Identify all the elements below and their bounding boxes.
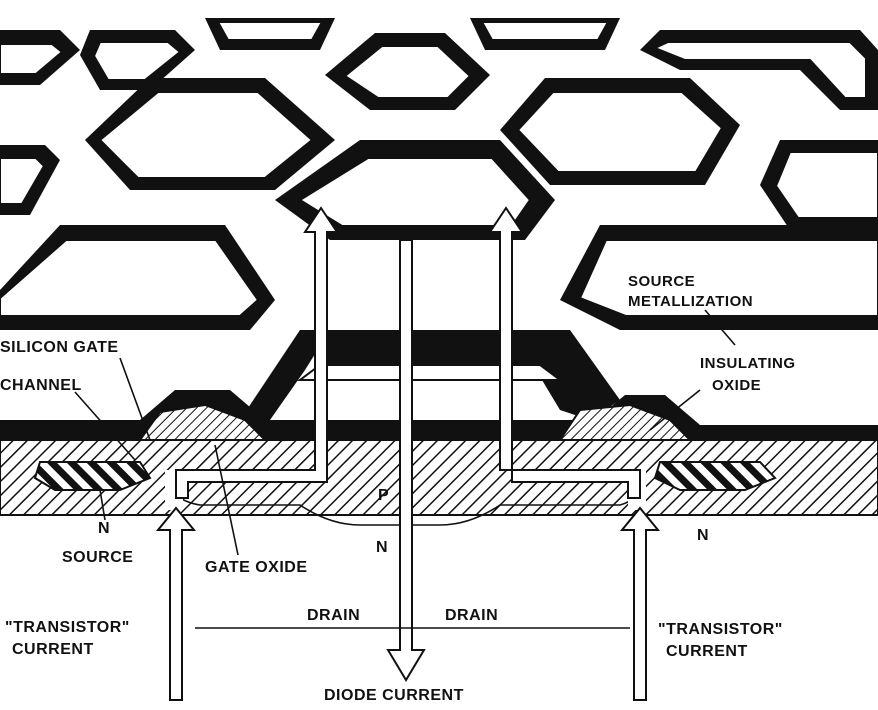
silicon-gate-label: SILICON GATE (0, 339, 119, 356)
hex-cell (470, 18, 620, 50)
silicon-gate-leader (119, 357, 151, 441)
n-center-region-label: N (376, 539, 388, 556)
gate-oxide-label: GATE OXIDE (205, 559, 308, 576)
transistor-current-arrow-left (155, 206, 339, 701)
hex-cell (500, 78, 740, 185)
transistor-current-arrow-right (488, 206, 661, 701)
source-metallization-leader (704, 309, 736, 346)
channel-label: CHANNEL (0, 377, 82, 394)
source-label: SOURCE (62, 549, 133, 566)
n-source-leader (99, 489, 106, 521)
transistor-current-left-label-line1: "TRANSISTOR" (5, 619, 130, 636)
hex-cell (80, 30, 195, 90)
gate-oxide-leader (214, 444, 239, 556)
n-source-region-label: N (98, 520, 110, 537)
hex-cell (0, 145, 60, 215)
hex-cell (205, 18, 335, 50)
insulating-oxide-label-line2: OXIDE (712, 377, 761, 394)
hex-cell (325, 33, 490, 110)
drain-right-label: DRAIN (445, 607, 498, 624)
source-metallization-label-line2: METALLIZATION (628, 293, 753, 310)
diode-current-label: DIODE CURRENT (324, 687, 464, 704)
hex-cell (0, 30, 80, 85)
source-metallization-ridge (240, 330, 620, 420)
drain-left-label: DRAIN (307, 607, 360, 624)
leader-lines (74, 309, 736, 556)
insulating-oxide-leader (649, 389, 701, 431)
hex-cell-center (275, 140, 555, 240)
hex-cell (760, 140, 878, 230)
transistor-current-right-label-line1: "TRANSISTOR" (658, 621, 783, 638)
silicon-substrate (0, 439, 878, 526)
insulating-oxide-label-line1: INSULATING (700, 355, 796, 372)
hex-cell (640, 30, 878, 110)
source-metallization-label-line1: SOURCE (628, 273, 695, 290)
channel-leader (74, 391, 136, 461)
n-right-region-label: N (697, 527, 709, 544)
metallization-layer (0, 390, 878, 440)
transistor-current-right-label-line2: CURRENT (666, 643, 748, 660)
current-arrows (155, 206, 661, 701)
p-region-label: P (378, 487, 389, 504)
diode-current-arrow (386, 239, 426, 682)
labels: SILICON GATE CHANNEL N SOURCE GATE OXIDE… (0, 273, 796, 704)
hex-cell (0, 225, 275, 330)
hex-cell (85, 78, 335, 190)
hex-cell (560, 225, 878, 330)
hexagonal-cell-array (0, 18, 878, 330)
transistor-current-left-label-line2: CURRENT (12, 641, 94, 658)
